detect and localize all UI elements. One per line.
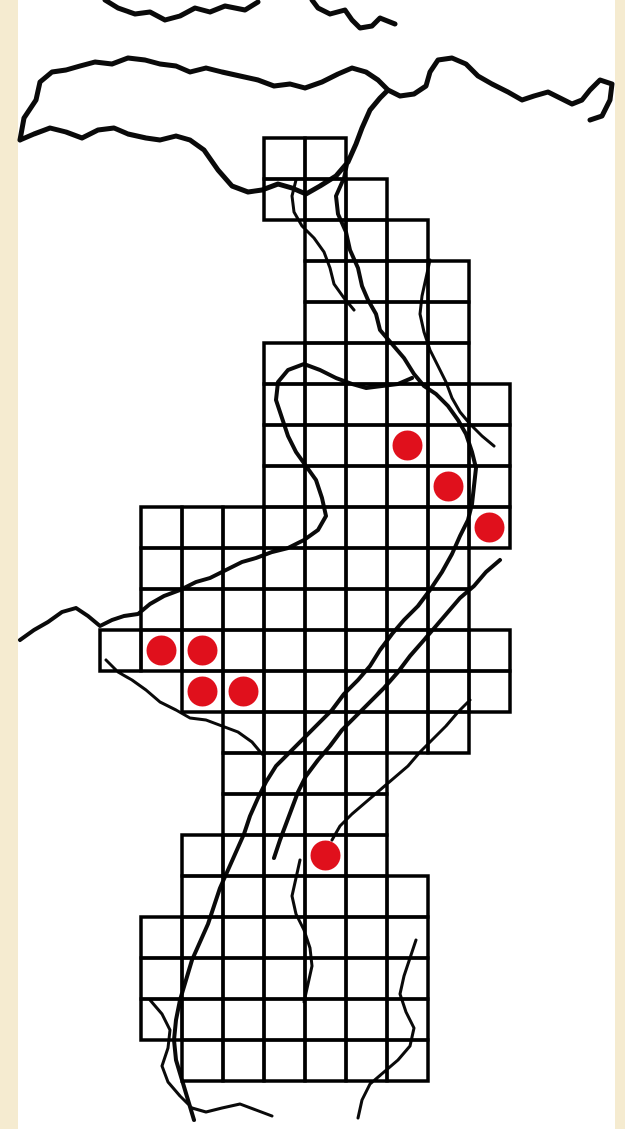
survey-grid — [98, 136, 512, 1083]
record-dot — [187, 676, 218, 707]
river-south-east — [356, 938, 418, 1120]
record-dot — [392, 430, 423, 461]
coastline-top — [102, 0, 398, 31]
grid-cell — [467, 505, 512, 550]
coastline-north-inner — [17, 87, 391, 197]
grid-cell — [467, 669, 512, 714]
record-dot — [474, 512, 505, 543]
record-markers — [146, 430, 505, 871]
river-west-branch — [104, 658, 264, 756]
record-dot — [146, 635, 177, 666]
boundary-lines — [17, 0, 615, 1122]
river-west — [18, 362, 414, 642]
coastline-north — [17, 55, 615, 143]
river-east-branch — [330, 698, 472, 842]
grid-cell — [426, 710, 471, 755]
river-south-west — [148, 998, 274, 1118]
record-dot — [228, 676, 259, 707]
record-dot — [433, 471, 464, 502]
river-upper-west — [290, 178, 356, 312]
river-east — [272, 558, 502, 860]
record-dot — [310, 840, 341, 871]
grid-cell — [385, 1038, 430, 1083]
river-main — [172, 158, 478, 1122]
record-dot — [187, 635, 218, 666]
